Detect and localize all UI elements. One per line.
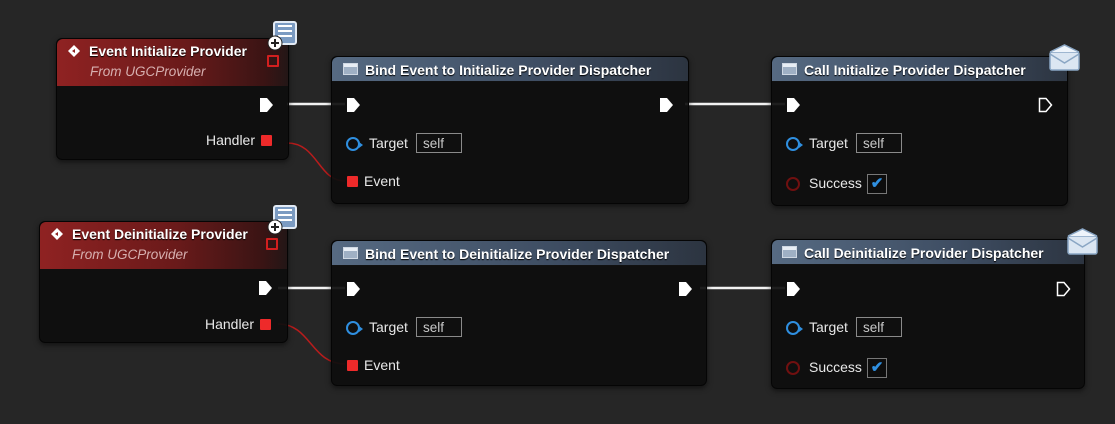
node-title: Event Initialize Provider (89, 43, 247, 59)
target-pin[interactable] (786, 321, 803, 335)
event-label: Event (364, 173, 400, 189)
exec-output-pin[interactable] (258, 280, 273, 296)
bind-node-deinitialize[interactable]: Bind Event to Deinitialize Provider Disp… (331, 240, 707, 386)
node-title: Call Deinitialize Provider Dispatcher (804, 245, 1044, 261)
handler-pin[interactable] (261, 135, 272, 146)
target-pin[interactable] (786, 137, 803, 151)
node-title: Bind Event to Deinitialize Provider Disp… (365, 246, 670, 262)
event-node-deinitialize[interactable]: Event Deinitialize Provider From UGCProv… (39, 221, 288, 343)
target-value-field[interactable]: self (416, 317, 462, 337)
success-label: Success (809, 175, 862, 191)
function-icon (343, 247, 358, 259)
event-delegate-pin[interactable] (347, 176, 358, 187)
target-pin[interactable] (346, 137, 363, 151)
node-header (772, 57, 1067, 82)
target-label: Target (809, 319, 848, 335)
delegate-output-pin[interactable] (267, 55, 279, 67)
exec-output-pin[interactable] (1038, 97, 1053, 113)
exec-input-pin[interactable] (786, 281, 801, 297)
target-value-field[interactable]: self (416, 133, 462, 153)
target-value-field[interactable]: self (856, 317, 902, 337)
event-delegate-pin[interactable] (347, 360, 358, 371)
node-header (57, 39, 288, 86)
exec-output-pin[interactable] (678, 281, 693, 297)
call-node-initialize[interactable]: Call Initialize Provider Dispatcher Targ… (771, 56, 1068, 206)
event-node-initialize[interactable]: Event Initialize Provider From UGCProvid… (56, 38, 289, 160)
call-node-deinitialize[interactable]: Call Deinitialize Provider Dispatcher Ta… (771, 239, 1085, 389)
delegate-output-pin[interactable] (266, 238, 278, 250)
checkmark-icon: ✔ (870, 359, 884, 376)
target-value-field[interactable]: self (856, 133, 902, 153)
success-pin[interactable] (786, 177, 800, 191)
replicated-server-icon (267, 21, 297, 51)
node-subtitle: From UGCProvider (90, 64, 206, 79)
event-diamond-icon (51, 228, 63, 240)
node-header (332, 57, 688, 82)
exec-input-pin[interactable] (346, 281, 361, 297)
bind-node-initialize[interactable]: Bind Event to Initialize Provider Dispat… (331, 56, 689, 204)
event-label: Event (364, 357, 400, 373)
success-pin[interactable] (786, 361, 800, 375)
function-icon (782, 246, 797, 258)
success-checkbox[interactable]: ✔ (867, 174, 887, 194)
exec-output-pin[interactable] (659, 97, 674, 113)
handler-label: Handler (205, 132, 255, 148)
event-diamond-icon (68, 45, 80, 57)
function-icon (343, 63, 358, 75)
target-label: Target (809, 135, 848, 151)
exec-output-pin[interactable] (259, 97, 274, 113)
message-envelope-icon (1049, 44, 1080, 71)
function-icon (782, 63, 797, 75)
handler-label: Handler (204, 316, 254, 332)
node-title: Bind Event to Initialize Provider Dispat… (365, 62, 652, 78)
replicated-server-icon (267, 205, 297, 235)
exec-input-pin[interactable] (786, 97, 801, 113)
target-label: Target (369, 319, 408, 335)
node-subtitle: From UGCProvider (72, 247, 188, 262)
checkmark-icon: ✔ (870, 175, 884, 192)
node-header (40, 222, 287, 269)
exec-output-pin[interactable] (1056, 281, 1071, 297)
node-title: Call Initialize Provider Dispatcher (804, 62, 1026, 78)
node-header (772, 240, 1084, 265)
message-envelope-icon (1067, 228, 1098, 255)
node-header (332, 241, 706, 266)
success-label: Success (809, 359, 862, 375)
target-label: Target (369, 135, 408, 151)
handler-pin[interactable] (260, 319, 271, 330)
exec-input-pin[interactable] (346, 97, 361, 113)
success-checkbox[interactable]: ✔ (867, 358, 887, 378)
target-pin[interactable] (346, 321, 363, 335)
node-title: Event Deinitialize Provider (72, 226, 248, 242)
